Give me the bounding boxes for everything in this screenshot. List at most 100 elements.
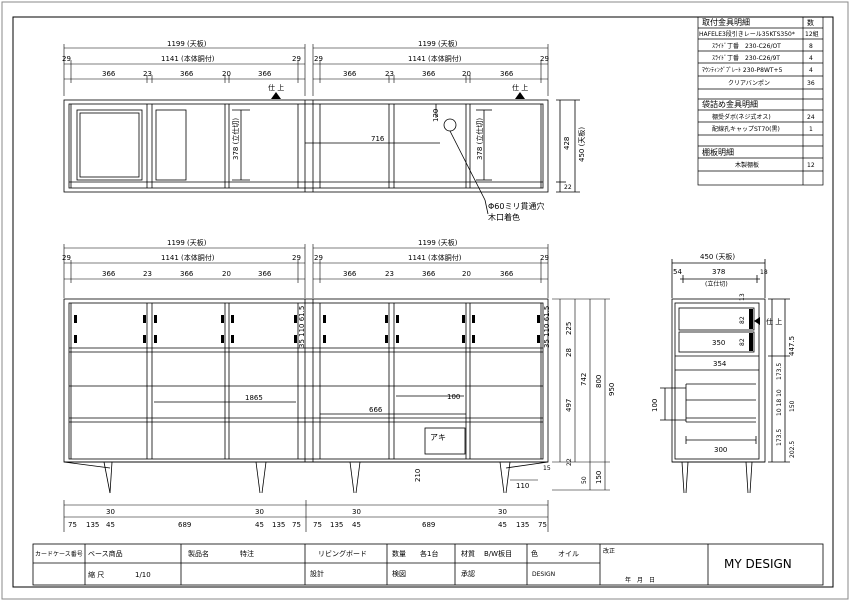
hardware-qty-3: 4 <box>809 67 813 74</box>
shelf-qty-0: 12 <box>807 162 815 169</box>
edge-29-label: 29 <box>314 55 323 63</box>
top-view-dimension-lines <box>63 44 549 96</box>
bottom-dim: 45 <box>352 521 361 529</box>
material-label: 材質 <box>461 549 475 558</box>
hardware-name-0: HAFELE3段引きレール35KTS350* <box>699 30 801 38</box>
h-150-label: 150 <box>595 471 603 484</box>
front-body-width-right: 1141 (本体胴付) <box>408 253 462 262</box>
inner-378-label-left: 378 (立仕切) <box>231 118 240 160</box>
h-210-label: 210 <box>414 469 422 482</box>
depth-428-label: 428 <box>563 137 571 150</box>
bay-366-label: 366 <box>500 70 514 78</box>
side-view-handles <box>749 309 753 351</box>
open-space-label: アキ <box>430 433 446 442</box>
scale-value: 1/10 <box>135 571 151 579</box>
side-d-350-label: 350 <box>712 339 725 347</box>
hardware-qty-4: 36 <box>807 80 815 87</box>
side-d-354-label: 354 <box>713 360 727 368</box>
fastener-name-0: 棚受ダボ(ネジ式オス) <box>712 113 771 121</box>
color-label: 色 <box>531 549 538 558</box>
front-bay-366: 366 <box>500 270 514 278</box>
hardware-name-4: クリアバンポン <box>728 79 770 87</box>
bottom-dim: 135 <box>272 521 285 529</box>
side-front-mark: 仕 上 <box>766 317 782 326</box>
h-50-label: 50 <box>581 476 588 484</box>
front-top-board-left: 1199 (天板) <box>167 238 207 247</box>
gap-23-label: 23 <box>385 70 394 78</box>
front-gap-23: 23 <box>385 270 394 278</box>
front-view-outline <box>63 298 549 494</box>
drawer-dims-left: 35 110 61.5 <box>298 306 306 348</box>
hole-716-label: 716 <box>371 135 385 143</box>
front-bay-366: 366 <box>258 270 272 278</box>
front-bay-366: 366 <box>102 270 116 278</box>
h-15-label: 15 <box>543 465 551 472</box>
bottom-dim: 45 <box>106 521 115 529</box>
bottom-dim: 30 <box>352 508 361 516</box>
bottom-dim: 135 <box>86 521 99 529</box>
bay-366-label: 366 <box>258 70 272 78</box>
hardware-name-1: ｽﾗｲﾄﾞ丁番 230-C26/OT <box>712 43 781 50</box>
hole-note-line1: Φ60ミリ貫通穴 <box>488 201 544 211</box>
hardware-name-2: ｽﾗｲﾄﾞ丁番 230-C26/9T <box>712 55 780 62</box>
scale-label: 縮 尺 <box>88 570 104 579</box>
side-h-447-5-label: 447.5 <box>788 336 796 356</box>
product-name-value: 特注 <box>240 549 254 558</box>
side-top-board-label: 450 (天板) <box>700 252 735 261</box>
gap-20-label: 20 <box>222 70 231 78</box>
bay-366-label: 366 <box>422 70 436 78</box>
front-edge-29: 29 <box>540 254 549 262</box>
door-225-label: 225 <box>565 322 573 335</box>
front-gap-20: 20 <box>462 270 471 278</box>
front-mark-arrow-left <box>271 92 281 99</box>
front-gap-23: 23 <box>143 270 152 278</box>
material-value: B/W板目 <box>484 549 512 558</box>
side-d-100-label: 100 <box>651 399 659 412</box>
front-mark-left: 仕 上 <box>268 83 284 92</box>
front-view-dimension-lines <box>63 244 610 532</box>
top-view-outline <box>63 99 580 215</box>
front-body-width-left: 1141 (本体胴付) <box>161 253 215 262</box>
hole-120-label: 120 <box>432 109 440 122</box>
bottom-dim: 135 <box>516 521 529 529</box>
hardware-title: 取付金具明細 <box>702 17 750 27</box>
h-800-label: 800 <box>595 375 603 388</box>
side-w-54-label: 54 <box>673 268 682 276</box>
revision-label: 改正 <box>603 547 615 555</box>
bottom-dim: 45 <box>498 521 507 529</box>
edge-29-label: 29 <box>292 55 301 63</box>
side-small-dims-label: 10 18 10 <box>776 389 783 416</box>
top-board-right-label: 1199 (天板) <box>418 39 458 48</box>
drawer-dims-right: 35 110 61.5 <box>543 306 551 348</box>
h-742-label: 742 <box>580 373 588 386</box>
front-view-handles <box>74 315 540 343</box>
shelf-100-label: 100 <box>447 393 460 401</box>
bottom-dim: 45 <box>255 521 264 529</box>
bottom-dimension-row: 75 135 30 45 689 30 45 135 75 75 135 30 … <box>68 508 547 529</box>
front-bay-366: 366 <box>343 270 357 278</box>
product-name-label: 製品名 <box>188 549 209 558</box>
parts-table <box>697 16 824 186</box>
fastener-qty-0: 24 <box>807 114 815 121</box>
hardware-name-3: ﾏｳﾝﾃｨﾝｸﾞﾌﾟﾚｰﾄ 230-P8WT+5 <box>702 67 783 74</box>
total-1865-label: 1865 <box>245 394 263 402</box>
front-top-board-right: 1199 (天板) <box>418 238 458 247</box>
hardware-qty-2: 4 <box>809 55 813 62</box>
front-edge-29: 29 <box>314 254 323 262</box>
side-w-378-label: 378 <box>712 268 725 276</box>
color-value: オイル <box>558 550 579 558</box>
shelf-name-0: 木製棚板 <box>735 161 759 169</box>
bottom-dim: 30 <box>106 508 115 516</box>
title-block-grid <box>32 543 824 586</box>
side-front-mark-arrow <box>754 317 760 325</box>
h-950-label: 950 <box>608 383 616 396</box>
inner-378-label-right: 378 (立仕切) <box>475 118 484 160</box>
date-labels: 年 月 日 <box>625 576 655 584</box>
side-view-outline <box>660 259 790 494</box>
design-label: 設計 <box>310 569 324 578</box>
bottom-dim: 30 <box>255 508 264 516</box>
edge-29-label: 29 <box>540 55 549 63</box>
product-name: リビングボード <box>318 549 367 558</box>
side-d-82-label: 82 <box>739 316 746 324</box>
